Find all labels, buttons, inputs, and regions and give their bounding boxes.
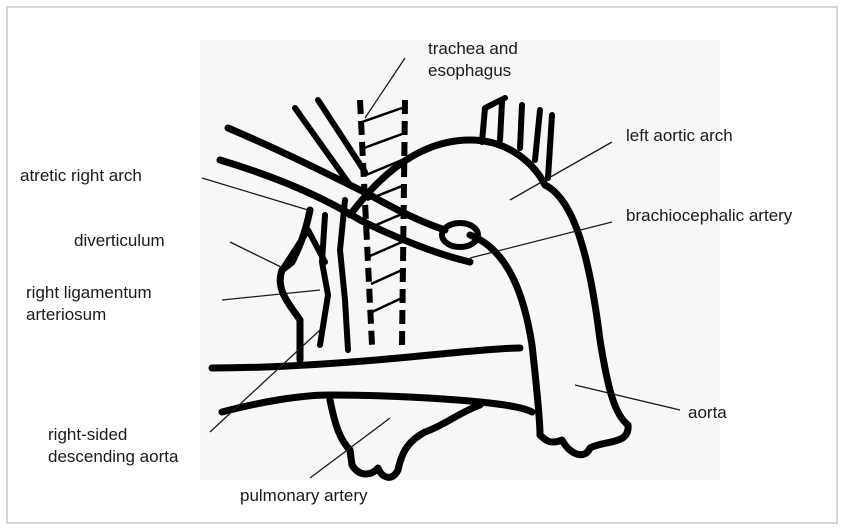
label-right-sided-line1: right-sided (48, 425, 127, 444)
left-arch-branch-5 (548, 115, 552, 178)
label-atretic-right-arch: atretic right arch (20, 166, 142, 185)
label-trachea-line2: esophagus (428, 61, 511, 80)
label-pulmonary-artery: pulmonary artery (240, 486, 368, 505)
label-right-sided-line2: descending aorta (48, 447, 179, 466)
left-arch-branch-2 (500, 102, 502, 140)
label-left-aortic-arch: left aortic arch (626, 126, 733, 145)
label-trachea-line1: trachea and (428, 39, 518, 58)
label-diverticulum: diverticulum (74, 231, 165, 250)
label-aorta: aorta (688, 403, 727, 422)
label-brachiocephalic-artery: brachiocephalic artery (626, 206, 793, 225)
label-right-ligamentum-line2: arteriosum (26, 305, 106, 324)
label-right-ligamentum-line1: right ligamentum (26, 283, 152, 302)
left-arch-branch-3 (520, 105, 522, 148)
